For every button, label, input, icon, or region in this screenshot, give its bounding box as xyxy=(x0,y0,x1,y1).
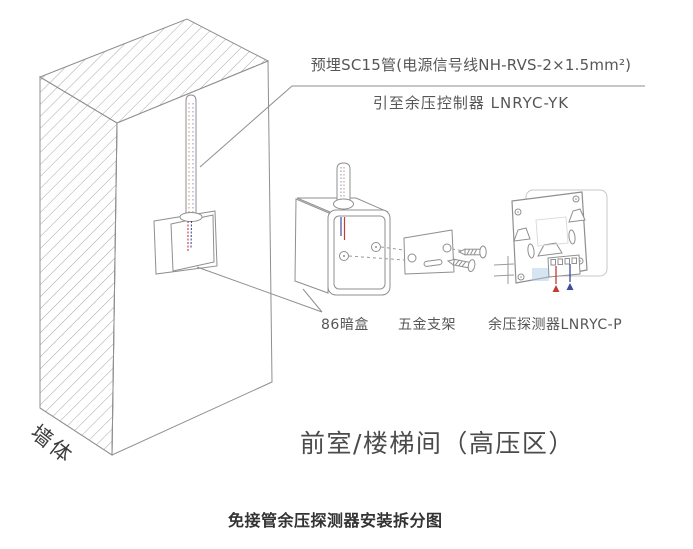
callout-leader-line xyxy=(199,85,645,168)
screw1-thread xyxy=(473,249,477,255)
junction-box-left-face xyxy=(294,198,330,294)
embedded-box-drawing xyxy=(153,210,218,275)
screw2-thread xyxy=(455,260,460,266)
junction-box-front-face xyxy=(327,209,391,296)
terminal-slots xyxy=(550,257,577,266)
screw2-head xyxy=(467,259,476,273)
junction-box-label: 86暗盒 xyxy=(321,317,369,333)
conduit-drawing xyxy=(185,94,197,219)
box-screw-hole-right-dot xyxy=(375,246,377,248)
detector-plate-drawing xyxy=(493,189,608,292)
tube-base-collar xyxy=(333,198,354,210)
screw-icon-1 xyxy=(457,245,487,259)
leader-from-embedded-box xyxy=(196,266,323,313)
screw-icon-2 xyxy=(446,258,476,273)
leader-from-junction-box xyxy=(302,288,323,313)
callout-text-line2: 引至余压控制器 LNRYC-YK xyxy=(372,94,570,112)
detector-corner-screws xyxy=(514,195,584,281)
bracket-drawing xyxy=(403,229,455,275)
junction-box-leader-lines xyxy=(196,266,323,313)
detector-label: 余压探测器LNRYC-P xyxy=(488,317,623,333)
diagram-caption: 免接管余压探测器安装拆分图 xyxy=(228,511,443,530)
callout-text-line1: 预埋SC15管(电源信号线NH-RVS-2×1.5mm²) xyxy=(310,56,632,74)
dashed-line-upper xyxy=(380,246,405,251)
slot-right xyxy=(568,229,576,245)
screw2-thread xyxy=(458,261,463,266)
slot-left xyxy=(527,243,535,259)
bracket-label: 五金支架 xyxy=(398,317,456,333)
logo-watermark xyxy=(532,268,549,281)
label-recess xyxy=(535,216,569,247)
wall-left-face xyxy=(39,76,118,456)
embedded-box-opening xyxy=(170,214,215,272)
conduit-tube xyxy=(185,94,197,219)
vent-trapezoid-left xyxy=(513,227,531,242)
bracket-slot xyxy=(423,259,443,267)
screw2-thread xyxy=(461,261,467,267)
vent-trapezoid-right xyxy=(568,208,586,223)
conduit-entry-collar xyxy=(179,212,203,222)
embedded-wire-blue xyxy=(190,220,193,249)
vent-trapezoid-center xyxy=(537,242,563,257)
junction-box-drawing xyxy=(294,162,391,296)
bracket-hole-lower xyxy=(407,253,417,263)
box-screw-hole-left-dot xyxy=(343,255,345,257)
location-label: 前室/楼梯间（高压区） xyxy=(300,429,575,458)
wire-arrow-red xyxy=(552,266,560,292)
bracket-hole-upper xyxy=(442,243,452,253)
wall-left-face-outline xyxy=(39,76,118,456)
dashed-line-screw1 xyxy=(451,248,462,251)
junction-box-recess xyxy=(333,215,386,290)
plate-edge-tick-marks xyxy=(493,256,515,284)
screw1-thread xyxy=(470,249,474,255)
screw1-thread xyxy=(466,249,470,255)
screw2-shaft xyxy=(452,258,470,269)
junction-box-inlet-tube xyxy=(336,162,351,205)
wire-arrow-blue xyxy=(566,264,574,290)
screw1-head xyxy=(479,245,487,259)
